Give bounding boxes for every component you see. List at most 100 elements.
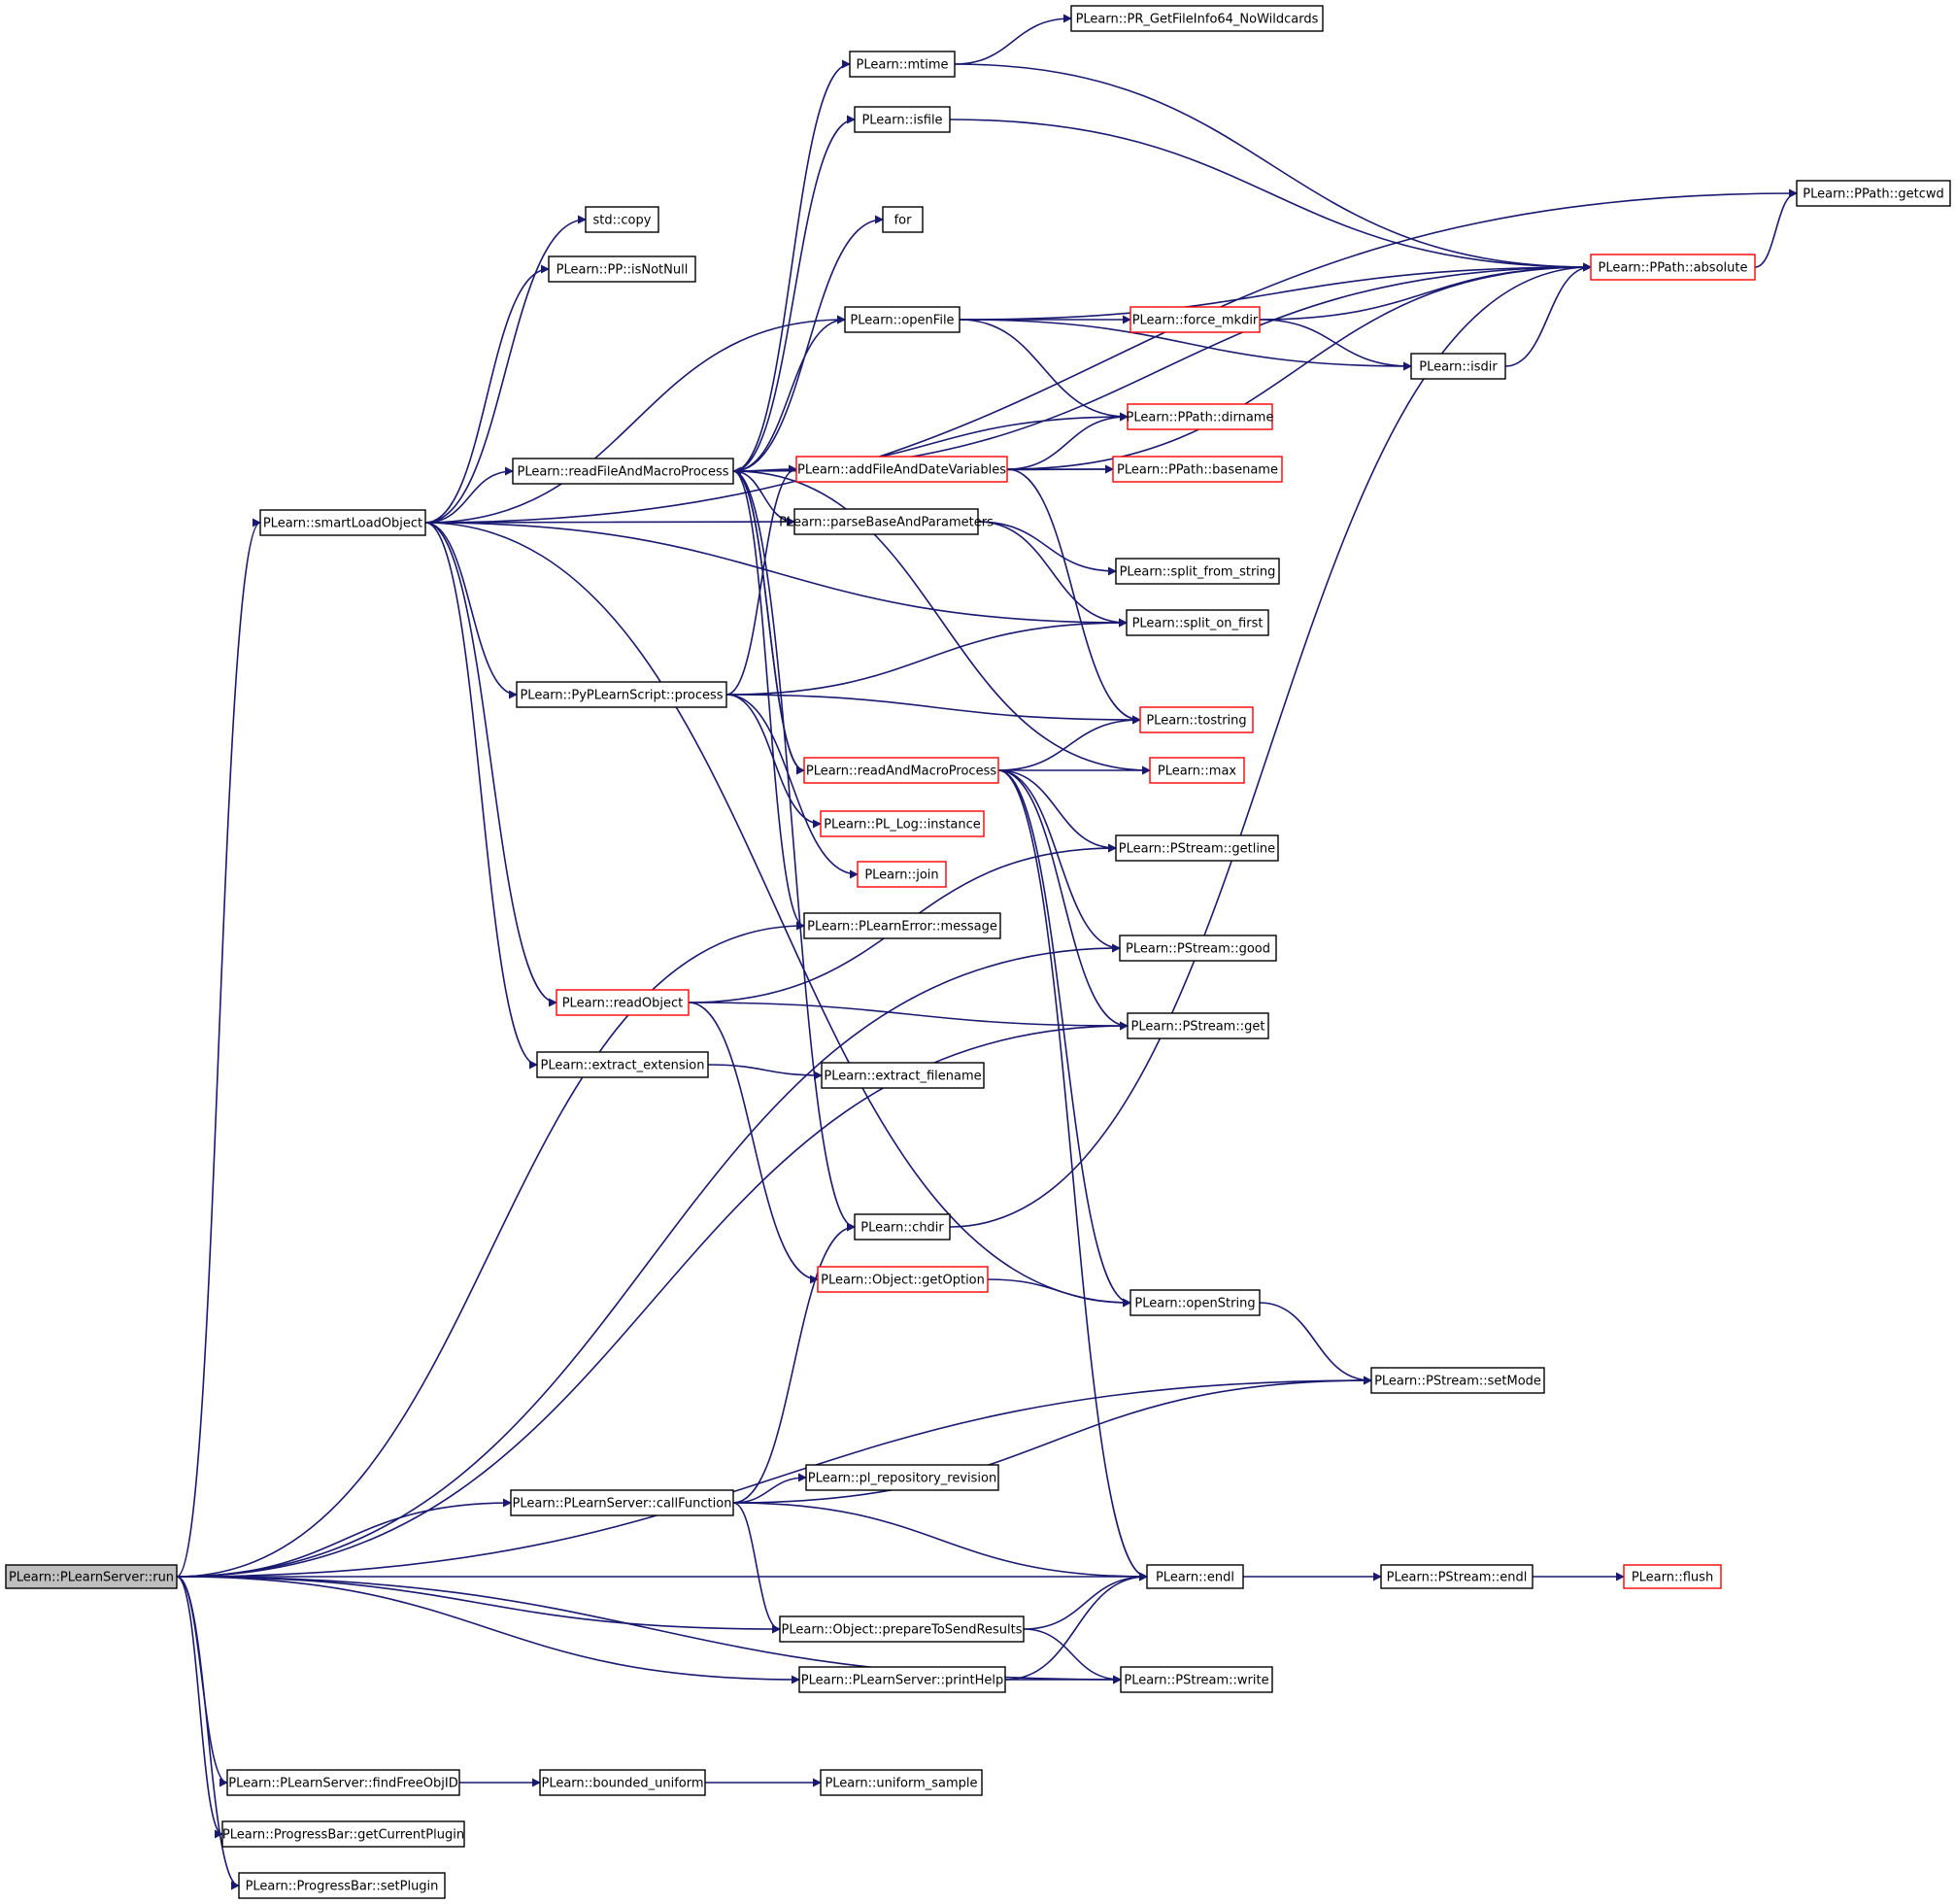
node-box <box>820 810 985 837</box>
node-extract-filename[interactable]: PLearn::extract_filename <box>821 1062 985 1089</box>
node-pr-get-file-info[interactable]: PLearn::PR_GetFileInfo64_NoWildcards <box>1070 5 1324 32</box>
edge-read-and-macro-process-to-tostring <box>997 715 1141 771</box>
node-label: PLearn::PPath::dirname <box>1127 411 1274 425</box>
node-for[interactable]: for <box>882 206 924 233</box>
edge-run-to-set-mode <box>176 1376 1372 1578</box>
node-split-on-first[interactable]: PLearn::split_on_first <box>1126 609 1269 636</box>
node-label: PLearn::PLearnServer::callFunction <box>513 1497 732 1512</box>
node-mtime[interactable]: PLearn::mtime <box>849 51 956 78</box>
node-box <box>1129 1289 1261 1316</box>
node-read-object[interactable]: PLearn::readObject <box>556 989 690 1016</box>
edge-run-to-pstream-get <box>176 1021 1129 1578</box>
edge-run-to-prepare-to-send-results <box>176 1576 781 1634</box>
node-label: PLearn::isfile <box>861 114 942 128</box>
node-label: PLearn::PLearnError::message <box>807 920 997 935</box>
node-read-file-and-macro-process[interactable]: PLearn::readFileAndMacroProcess <box>512 458 734 485</box>
node-box <box>512 458 734 485</box>
edge-open-file-to-dirname <box>959 319 1129 422</box>
node-call-function[interactable]: PLearn::PLearnServer::callFunction <box>510 1489 734 1516</box>
node-isdir[interactable]: PLearn::isdir <box>1410 353 1506 380</box>
node-tostring[interactable]: PLearn::tostring <box>1139 706 1254 733</box>
edge-run-to-call-function <box>176 1498 512 1578</box>
node-run[interactable]: PLearn::PLearnServer::run <box>5 1564 178 1589</box>
node-label: PLearn::max <box>1158 765 1237 779</box>
node-box <box>259 509 426 536</box>
node-getcwd[interactable]: PLearn::PPath::getcwd <box>1796 180 1951 207</box>
edge-mtime-to-absolute <box>954 63 1592 272</box>
node-box <box>803 912 1001 939</box>
node-box <box>238 1872 446 1899</box>
node-box <box>221 1820 465 1848</box>
node-join[interactable]: PLearn::join <box>857 861 947 888</box>
node-pstream-get[interactable]: PLearn::PStream::get <box>1127 1012 1269 1039</box>
node-getline[interactable]: PLearn::PStream::getline <box>1115 834 1279 862</box>
node-open-file[interactable]: PLearn::openFile <box>844 306 961 333</box>
node-parse-base-and-parameters[interactable]: PLearn::parseBaseAndParameters <box>779 508 994 535</box>
node-extract-extension[interactable]: PLearn::extract_extension <box>536 1051 709 1078</box>
node-set-mode[interactable]: PLearn::PStream::setMode <box>1370 1367 1545 1394</box>
node-isfile[interactable]: PLearn::isfile <box>854 106 951 133</box>
node-add-file-and-date-variables[interactable]: PLearn::addFileAndDateVariables <box>795 456 1008 483</box>
node-box <box>1796 180 1951 207</box>
edge-run-to-smart-load-object <box>176 518 261 1578</box>
node-label: PLearn::smartLoadObject <box>263 517 422 531</box>
node-label: PLearn::readAndMacroProcess <box>806 765 996 779</box>
node-box <box>226 1769 460 1796</box>
node-label: PLearn::PStream::get <box>1131 1020 1265 1035</box>
node-basename[interactable]: PLearn::PPath::basename <box>1112 456 1283 483</box>
node-label: PLearn::readObject <box>562 997 684 1011</box>
node-print-help[interactable]: PLearn::PLearnServer::printHelp <box>798 1666 1006 1693</box>
node-get-current-plugin[interactable]: PLearn::ProgressBar::getCurrentPlugin <box>221 1820 465 1848</box>
node-box <box>1127 403 1273 430</box>
node-force-mkdir[interactable]: PLearn::force_mkdir <box>1129 306 1261 333</box>
node-is-not-null[interactable]: PLearn::PP::isNotNull <box>548 255 696 283</box>
node-label: PLearn::ProgressBar::getCurrentPlugin <box>222 1828 464 1843</box>
node-pstream-endl[interactable]: PLearn::PStream::endl <box>1380 1564 1534 1589</box>
node-pstream-good[interactable]: PLearn::PStream::good <box>1119 935 1277 962</box>
node-std-copy[interactable]: std::copy <box>585 206 659 233</box>
node-label: PLearn::PPath::absolute <box>1599 261 1748 276</box>
node-label: PLearn::chdir <box>860 1221 944 1236</box>
node-max[interactable]: PLearn::max <box>1149 757 1245 784</box>
node-box <box>1146 1564 1244 1589</box>
node-endl[interactable]: PLearn::endl <box>1146 1564 1244 1589</box>
node-get-option[interactable]: PLearn::Object::getOption <box>817 1266 989 1293</box>
node-box <box>556 989 690 1016</box>
node-pstream-write[interactable]: PLearn::PStream::write <box>1120 1666 1273 1693</box>
node-box <box>857 861 947 888</box>
node-dirname[interactable]: PLearn::PPath::dirname <box>1127 403 1274 430</box>
node-box <box>821 1062 985 1089</box>
edge-read-file-and-macro-process-to-isfile <box>732 115 856 472</box>
node-find-free-obj-id[interactable]: PLearn::PLearnServer::findFreeObjID <box>226 1769 460 1796</box>
node-label: PLearn::PP::isNotNull <box>556 263 689 278</box>
node-bounded-uniform[interactable]: PLearn::bounded_uniform <box>539 1769 706 1796</box>
node-pl-repository-revision[interactable]: PLearn::pl_repository_revision <box>805 1464 999 1491</box>
edge-add-file-and-date-variables-to-dirname <box>1006 412 1129 470</box>
edge-smart-load-object-to-std-copy <box>424 215 587 524</box>
node-box <box>779 1615 1025 1643</box>
edge-print-help-to-endl <box>1004 1572 1148 1681</box>
node-read-and-macro-process[interactable]: PLearn::readAndMacroProcess <box>803 757 999 784</box>
node-split-from-string[interactable]: PLearn::split_from_string <box>1115 558 1280 585</box>
node-chdir[interactable]: PLearn::chdir <box>854 1213 951 1241</box>
edge-smart-load-object-to-parse-base-and-parameters <box>424 517 795 527</box>
node-message[interactable]: PLearn::PLearnError::message <box>803 912 1001 939</box>
edge-call-function-to-set-mode <box>732 1376 1372 1504</box>
node-flush[interactable]: PLearn::flush <box>1623 1564 1722 1589</box>
edge-read-object-to-get-option <box>688 1002 819 1284</box>
node-label: PLearn::uniform_sample <box>825 1777 977 1791</box>
node-pl-log-instance[interactable]: PLearn::PL_Log::instance <box>820 810 985 837</box>
node-py-process[interactable]: PLearn::PyPLearnScript::process <box>516 681 727 708</box>
edge-read-and-macro-process-to-pstream-good <box>997 769 1121 953</box>
node-open-string[interactable]: PLearn::openString <box>1129 1289 1261 1316</box>
node-box <box>1623 1564 1722 1589</box>
node-box <box>1149 757 1245 784</box>
node-set-plugin[interactable]: PLearn::ProgressBar::setPlugin <box>238 1872 446 1899</box>
node-absolute[interactable]: PLearn::PPath::absolute <box>1590 254 1756 281</box>
node-label: PLearn::Object::getOption <box>821 1274 985 1288</box>
node-uniform-sample[interactable]: PLearn::uniform_sample <box>820 1769 983 1796</box>
node-prepare-to-send-results[interactable]: PLearn::Object::prepareToSendResults <box>779 1615 1025 1643</box>
edge-read-and-macro-process-to-read-file-and-macro-process <box>732 466 805 771</box>
edge-py-process-to-split-on-first <box>725 618 1128 696</box>
node-smart-load-object[interactable]: PLearn::smartLoadObject <box>259 509 426 536</box>
